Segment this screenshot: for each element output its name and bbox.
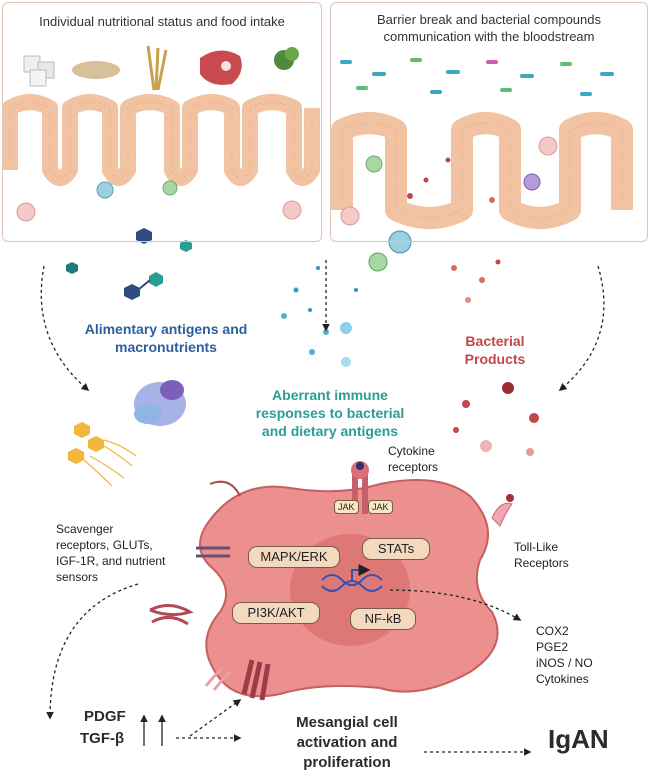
left-panel: Individual nutritional status and food i… <box>2 2 322 242</box>
scavenger-line3: IGF-1R, and nutrient <box>56 554 166 568</box>
jak-right: JAK <box>368 500 393 514</box>
tlr-line1: Toll-Like <box>514 540 559 554</box>
tgfb-label: TGF-β <box>80 730 125 747</box>
alimentary-label-line2: macronutrients <box>115 339 217 355</box>
protein-complex <box>134 380 186 426</box>
pge2-label: PGE2 <box>536 640 569 654</box>
aberrant-label-line2: responses to bacterial <box>255 405 405 421</box>
center-particles <box>281 266 358 367</box>
pi3k-akt-pill: PI3K/AKT <box>232 602 320 624</box>
aberrant-label-line1: Aberrant immune <box>272 387 388 403</box>
cytokines-label: Cytokines <box>536 672 589 686</box>
cytokine-receptors-line2: receptors <box>388 460 439 474</box>
jak-left: JAK <box>334 500 359 514</box>
mesangial-line1: Mesangial cell <box>296 714 398 731</box>
right-panel-title-line2: communication with the bloodstream <box>383 29 595 44</box>
mesangial-line2: activation and <box>296 734 398 751</box>
bacterial-label-line2: Products <box>464 351 526 367</box>
cytokine-receptor-shape <box>351 461 369 514</box>
scavenger-line4: sensors <box>56 570 99 584</box>
pdgf-receptor-shape <box>204 659 271 701</box>
food-icons <box>23 45 299 91</box>
inos-label: iNOS / NO <box>536 656 593 670</box>
dietary-antigens <box>66 228 192 300</box>
cox2-label: COX2 <box>536 624 569 638</box>
right-panel-title-line1: Barrier break and bacterial compounds <box>376 12 601 27</box>
scavenger-line2: receptors, GLUTs, <box>56 538 153 552</box>
cytokine-receptors-line1: Cytokine <box>388 444 435 458</box>
aberrant-label-line3: and dietary antigens <box>261 423 399 439</box>
left-villi <box>2 94 320 222</box>
alimentary-label-line1: Alimentary antigens and <box>84 321 248 337</box>
scavenger-line1: Scavenger <box>56 522 114 536</box>
right-villi <box>331 112 633 229</box>
igan-label: IgAN <box>548 724 609 754</box>
right-panel: Barrier break and bacterial compounds co… <box>330 2 648 242</box>
stats-pill: STATs <box>362 538 430 560</box>
lipid-cluster <box>68 422 137 487</box>
nfkb-pill: NF-kB <box>350 608 416 630</box>
bacterial-label-line1: Bacterial <box>465 333 525 349</box>
left-panel-title: Individual nutritional status and food i… <box>39 14 285 29</box>
flow-arrows <box>40 260 605 756</box>
tlr-line2: Receptors <box>514 556 569 570</box>
pdgf-label: PDGF <box>84 708 126 725</box>
immune-cell <box>368 230 412 272</box>
up-arrows <box>140 714 166 746</box>
mapk-erk-pill: MAPK/ERK <box>248 546 340 568</box>
mesangial-line3: proliferation <box>303 754 391 771</box>
bacterial-particles <box>451 259 539 456</box>
membrane-receptors-left <box>149 480 241 626</box>
tlr-shape <box>491 494 514 527</box>
